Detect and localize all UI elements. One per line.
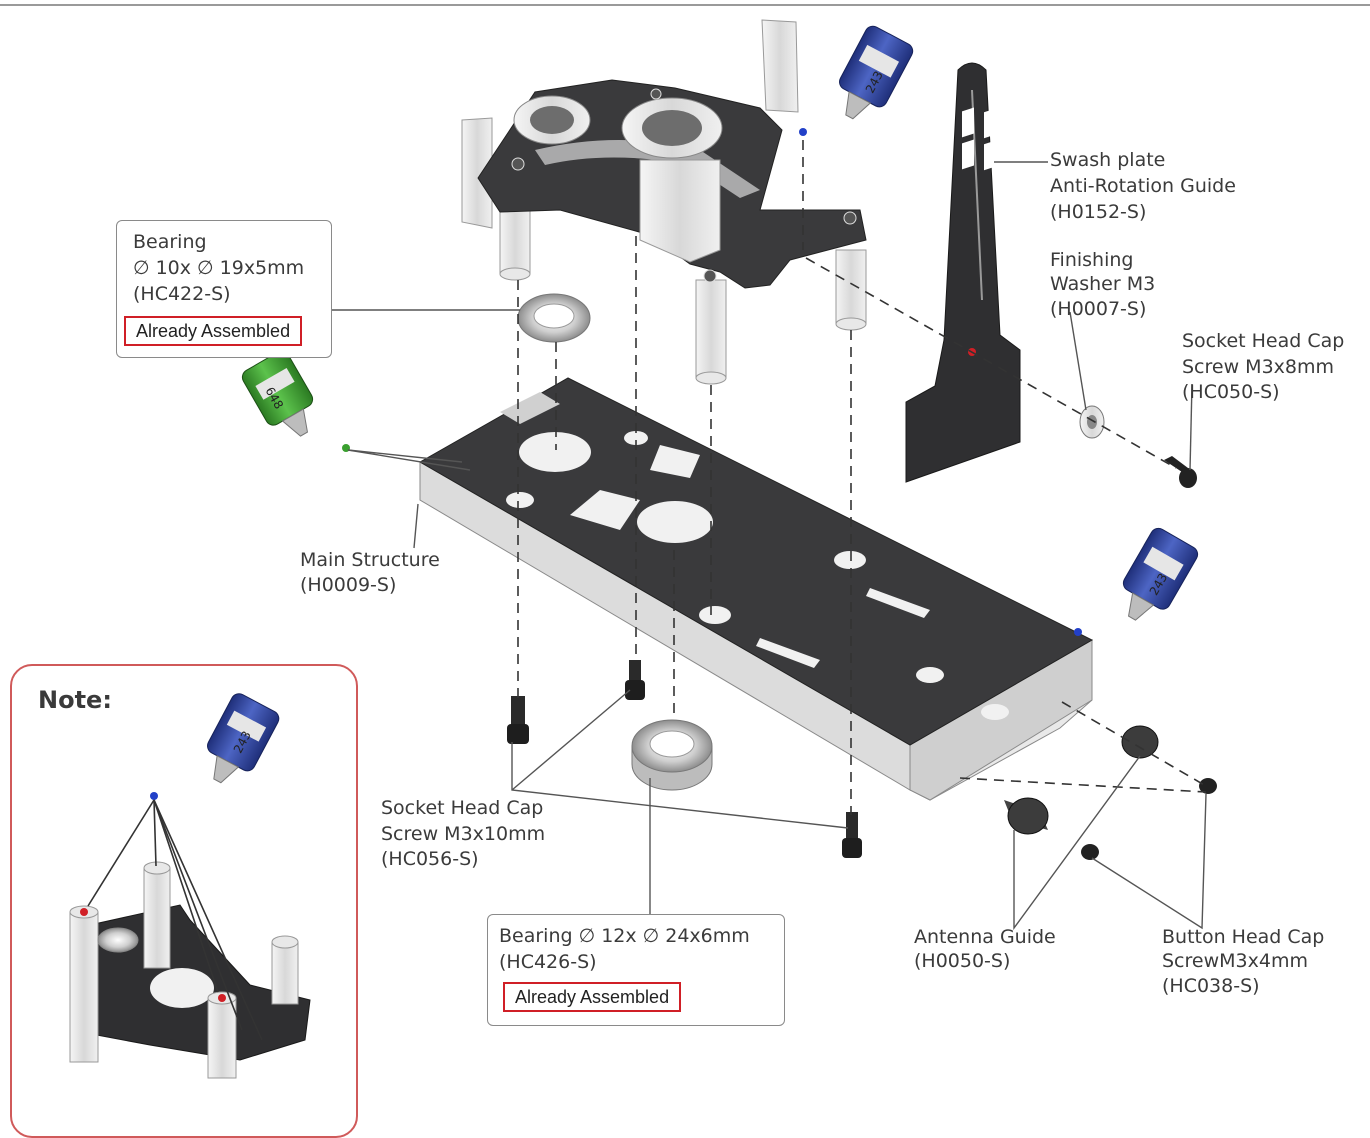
socket-screw-m3x8	[1164, 456, 1197, 488]
antenna-guide-label-line1: Antenna Guide	[914, 926, 1056, 948]
note-title: Note:	[38, 686, 112, 714]
assembly-guide-lines	[517, 140, 1207, 815]
button-head-screws	[1081, 778, 1217, 860]
swash-plate-label-line2: Anti-Rotation Guide	[1050, 175, 1236, 197]
bearing-block	[461, 19, 867, 385]
threadlocker-bottle-right	[1074, 527, 1199, 636]
main-structure-plate	[418, 377, 1094, 801]
already-assembled-badge-bottom: Already Assembled	[503, 982, 682, 1012]
bearing-bottom-label-line1: Bearing ∅ 12x ∅ 24x6mm	[499, 925, 750, 947]
socket-screw-8-label-line2: Screw M3x8mm	[1182, 356, 1334, 378]
socket-screw-8-label-line3: (HC050-S)	[1182, 381, 1280, 403]
bearing-top-label-line1: Bearing	[133, 231, 207, 253]
socket-screw-8-label-line1: Socket Head Cap	[1182, 330, 1345, 352]
threadlocker-bottle-top	[799, 25, 914, 136]
swash-plate-label-line3: (H0152-S)	[1050, 201, 1147, 223]
button-screw-label-line3: (HC038-S)	[1162, 975, 1260, 997]
button-screw-label-line1: Button Head Cap	[1162, 926, 1325, 948]
anti-rotation-guide	[905, 62, 1021, 483]
button-screw-label-line2: ScrewM3x4mm	[1162, 950, 1308, 972]
note-box	[10, 664, 358, 1138]
exploded-diagram: 243 243 648 243	[69, 19, 1217, 1079]
bearing-12x24	[631, 719, 713, 791]
socket-screw-10-label-line3: (HC056-S)	[381, 848, 479, 870]
bearing-10x19	[517, 293, 591, 343]
threadlocker-bottle-green	[241, 350, 350, 452]
swash-plate-label-line1: Swash plate	[1050, 149, 1166, 171]
bearing-top-label-line3: (HC422-S)	[133, 283, 231, 305]
finishing-washer-label-line2: Washer M3	[1050, 273, 1156, 295]
note-inset-diagram	[69, 693, 311, 1079]
main-structure-label-line2: (H0009-S)	[300, 574, 397, 596]
finishing-washer-label-line1: Finishing	[1050, 249, 1134, 271]
antenna-guides	[1004, 725, 1159, 835]
finishing-washer-label-line3: (H0007-S)	[1050, 298, 1147, 320]
leader-lines	[330, 161, 1207, 931]
socket-screw-10-label-line1: Socket Head Cap	[381, 797, 544, 819]
socket-screws-m3x10	[507, 660, 862, 858]
main-structure-label-line1: Main Structure	[300, 549, 440, 571]
top-rule	[0, 4, 1370, 6]
already-assembled-badge-top: Already Assembled	[124, 316, 303, 346]
bearing-top-label-line2: ∅ 10x ∅ 19x5mm	[133, 257, 305, 279]
finishing-washer	[1079, 405, 1105, 439]
bearing-bottom-label-line2: (HC426-S)	[499, 951, 597, 973]
antenna-guide-label-line2: (H0050-S)	[914, 950, 1011, 972]
socket-screw-10-label-line2: Screw M3x10mm	[381, 823, 546, 845]
